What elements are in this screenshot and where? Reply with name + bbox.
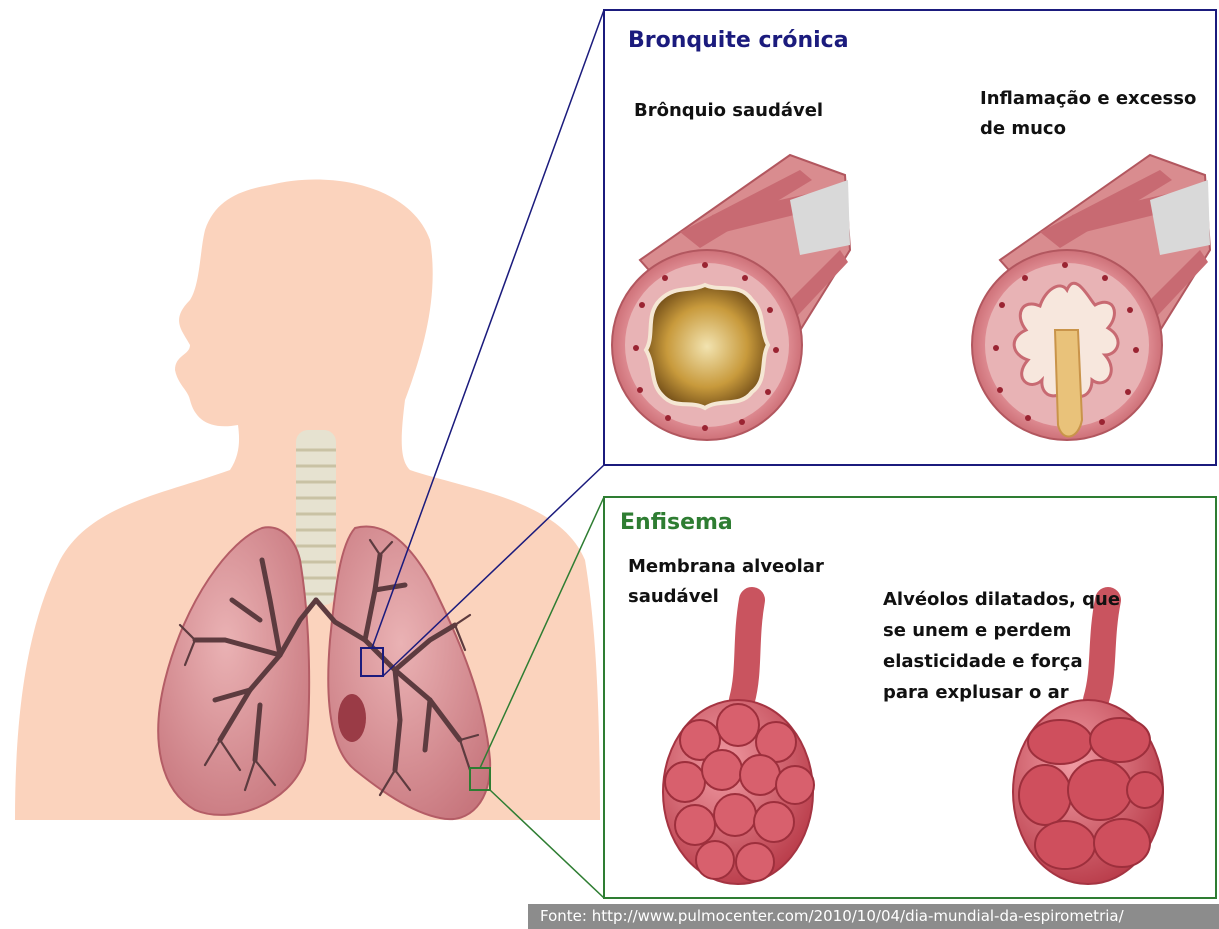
source-credit: Fonte: http://www.pulmocenter.com/2010/1… bbox=[528, 904, 1219, 929]
inflamed-bronchus-label-line2: de muco bbox=[980, 114, 1066, 144]
inflamed-bronchus-label-line1: Inflamação e excesso bbox=[980, 84, 1196, 114]
bronchitis-title: Bronquite crónica bbox=[628, 28, 849, 53]
healthy-alveoli-label-line1: Membrana alveolar bbox=[628, 552, 824, 582]
dilated-alveoli-label-line1: Alvéolos dilatados, que bbox=[883, 585, 1120, 615]
emphysema-title: Enfisema bbox=[620, 510, 733, 535]
healthy-bronchus-label: Brônquio saudável bbox=[634, 96, 823, 126]
dilated-alveoli-label-line4: para explusar o ar bbox=[883, 678, 1069, 708]
dilated-alveoli-label-line2: se unem e perdem bbox=[883, 616, 1071, 646]
dilated-alveoli-label-line3: elasticidade e força bbox=[883, 647, 1083, 677]
healthy-alveoli-label-line2: saudável bbox=[628, 582, 719, 612]
